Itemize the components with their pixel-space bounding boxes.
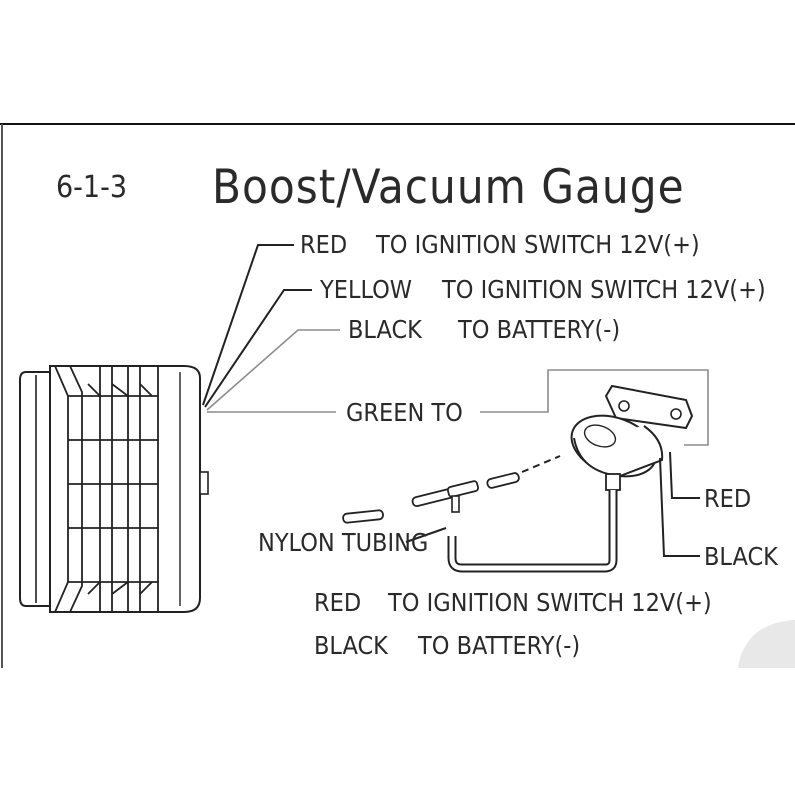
yellow-wire-destination: TO IGNITION SWITCH 12V(+) [441, 275, 766, 304]
diagram-code: 6-1-3 [56, 170, 127, 205]
sensor-red-wire-color: RED [314, 588, 361, 617]
black-wire-line [206, 329, 340, 411]
nylon-tubing-label: NYLON TUBING [258, 528, 428, 557]
diagram-title: Boost/Vacuum Gauge [212, 160, 685, 215]
nylon-tubing-leader [405, 527, 447, 543]
sensor-harness [447, 490, 618, 573]
boost-sensor [570, 384, 694, 491]
black-wire-destination: TO BATTERY(-) [457, 315, 620, 344]
red-wire-color: RED [300, 230, 347, 259]
sensor-red-wire-destination: TO IGNITION SWITCH 12V(+) [387, 588, 712, 617]
yellow-wire-color: YELLOW [319, 275, 412, 304]
sensor-black-wire-destination: TO BATTERY(-) [417, 631, 580, 660]
gauge-wire-leaders [202, 244, 340, 413]
yellow-wire-line [204, 289, 312, 408]
green-wire-route [480, 369, 709, 446]
corner-shading [738, 620, 795, 668]
red-wire-destination: TO IGNITION SWITCH 12V(+) [375, 230, 700, 259]
sensor-red-label: RED [704, 484, 751, 513]
sensor-red-leader [669, 451, 700, 499]
black-wire-color: BLACK [348, 315, 423, 344]
sensor-black-label: BLACK [704, 542, 779, 571]
nylon-tubing [342, 455, 561, 524]
gauge-body [19, 365, 209, 613]
sensor-black-leader [659, 457, 700, 557]
sensor-black-wire-color: BLACK [314, 631, 389, 660]
red-wire-line [202, 244, 294, 406]
green-wire-label: GREEN TO [346, 398, 463, 427]
